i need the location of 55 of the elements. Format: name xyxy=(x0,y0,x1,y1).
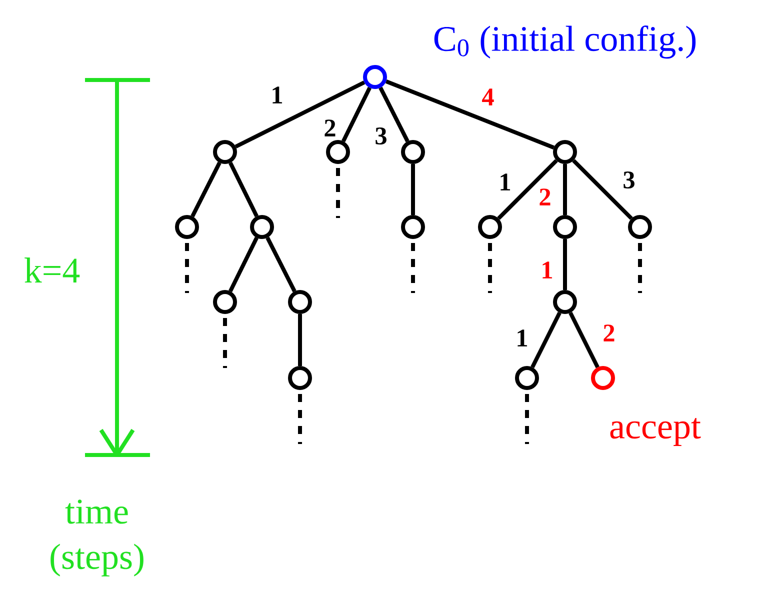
tree-edge xyxy=(190,162,222,218)
state-circle xyxy=(250,215,274,239)
dashed-stub xyxy=(185,243,189,293)
edge-label: 3 xyxy=(624,172,634,188)
dashed-stub xyxy=(411,243,415,293)
tree-edge xyxy=(563,239,567,290)
dashed-stub xyxy=(525,394,529,444)
edge-label: 1 xyxy=(518,330,528,346)
edge-label: 2 xyxy=(604,324,614,342)
state-circle xyxy=(213,140,237,164)
edge-label: 2 xyxy=(324,120,336,136)
state-circle xyxy=(326,140,350,164)
tree-edge xyxy=(497,159,558,220)
state-circle xyxy=(553,290,577,314)
tree-edge xyxy=(266,236,296,292)
axis-label: time (steps) xyxy=(50,500,144,576)
state-circle xyxy=(213,290,237,314)
tree-edge xyxy=(572,159,633,220)
state-circle xyxy=(401,215,425,239)
tree-edge xyxy=(298,314,302,366)
dashed-stub xyxy=(638,243,642,293)
tree-edge xyxy=(530,312,562,368)
edge-label: 3 xyxy=(376,128,386,144)
state-circle xyxy=(363,65,387,89)
edge-label: 1 xyxy=(500,174,510,190)
state-circle xyxy=(288,290,312,314)
tree-edge xyxy=(563,164,567,215)
dashed-stub xyxy=(336,168,340,218)
dashed-stub xyxy=(298,394,302,444)
state-circle xyxy=(288,366,312,390)
state-circle xyxy=(553,215,577,239)
state-circle xyxy=(553,140,577,164)
node-label: accept xyxy=(610,418,701,446)
tree-edge xyxy=(342,86,372,142)
state-circle xyxy=(628,215,652,239)
tree-edge xyxy=(568,312,600,368)
tree-edge xyxy=(378,86,410,142)
tree-edge xyxy=(411,164,415,215)
edge-label: 1 xyxy=(272,86,282,104)
dashed-stub xyxy=(223,318,227,368)
tree-edge xyxy=(228,162,258,218)
dashed-stub xyxy=(488,243,492,293)
axis-label: k=4 xyxy=(24,258,80,282)
tree-edge xyxy=(228,236,258,292)
state-circle xyxy=(401,140,425,164)
state-circle xyxy=(515,366,539,390)
tree-edge xyxy=(234,80,366,148)
edge-label: 2 xyxy=(540,188,550,206)
edge-label: 4 xyxy=(482,88,494,106)
tree-edge xyxy=(385,80,555,150)
state-circle xyxy=(591,366,615,390)
state-circle xyxy=(478,215,502,239)
node-label: C$_{0}$ (initial config.) xyxy=(434,25,696,59)
edge-label: 1 xyxy=(542,262,552,278)
state-circle xyxy=(175,215,199,239)
